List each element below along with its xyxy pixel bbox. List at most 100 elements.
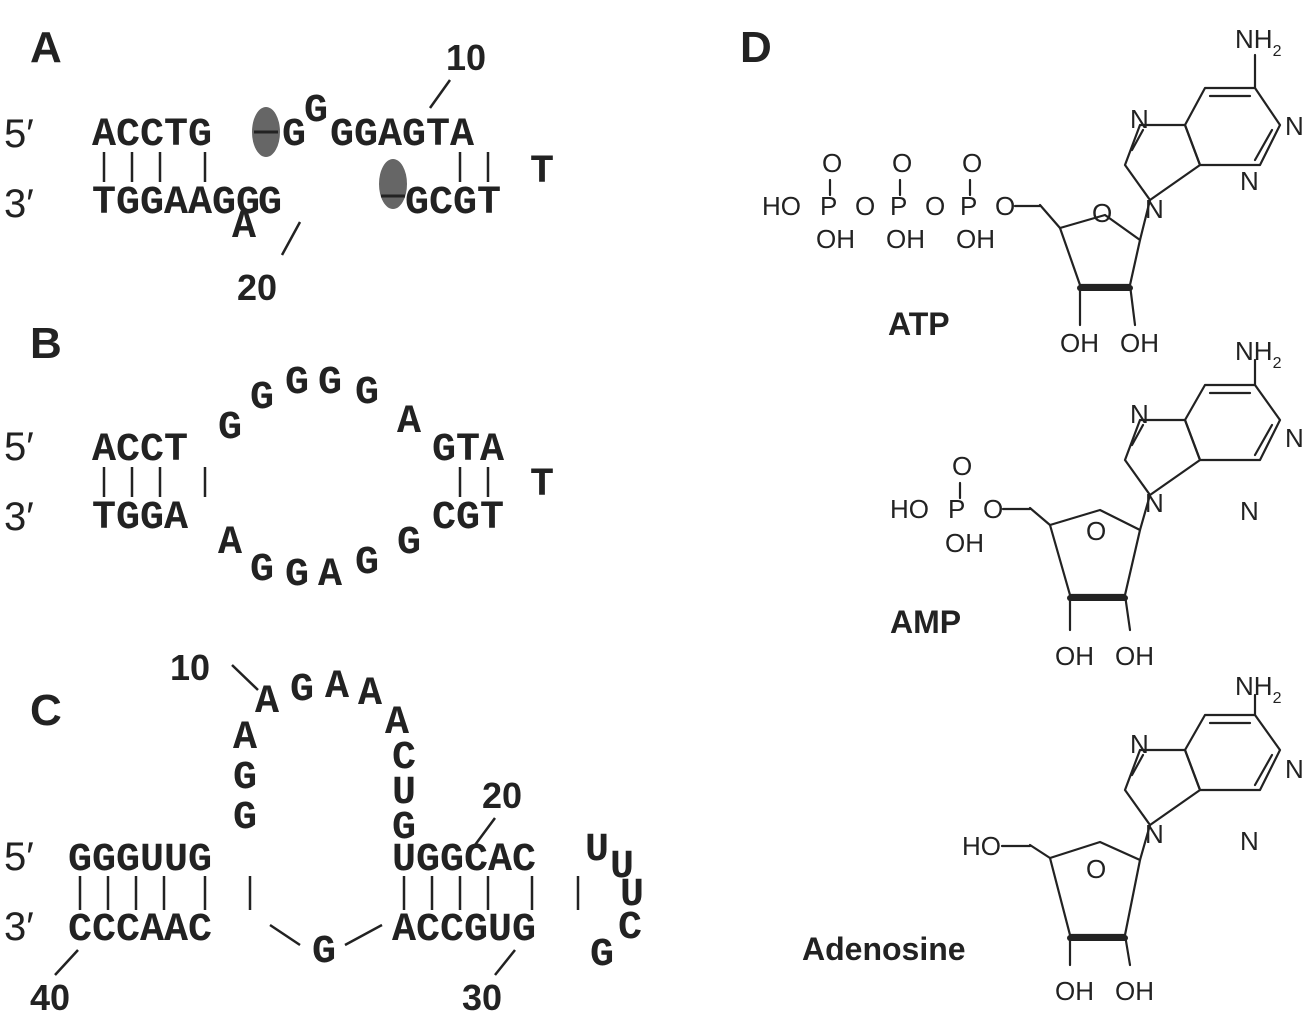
panel-b-top-loop-3: G xyxy=(285,361,309,406)
amp-oxo: O xyxy=(952,451,972,481)
panel-c-label: C xyxy=(30,686,62,735)
panel-a-number-10: 10 xyxy=(446,37,486,78)
adenosine-name: Adenosine xyxy=(802,931,966,967)
panel-c-tick-10 xyxy=(231,664,259,691)
panel-b-top-loop-6: A xyxy=(397,400,421,445)
panel-c-stem1-top: GGGUUG xyxy=(68,838,212,883)
panel-b-top-stem: ACCT xyxy=(92,428,188,473)
panel-c-linker-right xyxy=(344,923,383,947)
amp-chain-ho: HO xyxy=(890,494,929,524)
panel-c-loop-4: A xyxy=(358,672,382,717)
panel-b: B 5′ 3′ ACCT G G G G G A GTA T TGGA A G … xyxy=(4,319,554,598)
atp-hydroxyl-1: OH xyxy=(816,224,855,254)
panel-b-label: B xyxy=(30,319,62,368)
atp-ribose-oxygen: O xyxy=(1092,198,1112,228)
amp-ribose-oxygen: O xyxy=(1086,516,1106,546)
panel-c-5prime: 5′ xyxy=(4,835,34,879)
adenosine-ribose: O OH OH xyxy=(1028,840,1154,1006)
atp-chain-p3: P xyxy=(960,191,977,221)
panel-b-bottom-loop-5: G xyxy=(355,541,379,586)
amp-hydroxyl: OH xyxy=(945,528,984,558)
adenosine-n1: N xyxy=(1285,754,1304,784)
amp-chain-o: O xyxy=(983,494,1003,524)
panel-d-label: D xyxy=(740,23,772,72)
panel-c-3prime: 3′ xyxy=(4,905,34,949)
atp-chain-o2: O xyxy=(925,191,945,221)
atp-chain-o1: O xyxy=(855,191,875,221)
atp-adenine-ring: NH2 N N N N xyxy=(1123,24,1304,242)
panel-c-left-arm-1: A xyxy=(233,716,257,761)
amp-ribose: O OH OH xyxy=(1028,506,1154,671)
panel-c-loop-1: A xyxy=(255,680,279,725)
atp-n7: N xyxy=(1130,104,1149,134)
atp-oxo-1: O xyxy=(822,148,842,178)
panel-c-loop-2: G xyxy=(290,668,314,713)
panel-a-top-seq-2: GGAGTA xyxy=(330,113,474,158)
panel-c-number-10: 10 xyxy=(170,647,210,688)
panel-a-3prime: 3′ xyxy=(4,182,34,226)
panel-a-top-g-bridge: G xyxy=(304,89,328,134)
panel-c-tick-20 xyxy=(473,817,497,846)
panel-b-top-loop-4: G xyxy=(318,361,342,406)
atp-chain-ho: HO xyxy=(762,191,801,221)
atp-chain-o3: O xyxy=(995,191,1015,221)
amp-oh-3: OH xyxy=(1115,641,1154,671)
atp-n1: N xyxy=(1285,111,1304,141)
panel-a-top-seq-1: ACCTG xyxy=(92,113,212,158)
panel-b-top-loop-2: G xyxy=(250,376,274,421)
panel-a-bottom-seq-2: GCGT xyxy=(405,181,501,226)
panel-a: A 10 5′ 3′ ACCTG G G GGAGTA T TGGAAGG A … xyxy=(4,23,554,308)
panel-a-loop-t: T xyxy=(530,150,554,195)
atp-hydroxyl-3: OH xyxy=(956,224,995,254)
panel-c-loop-3: A xyxy=(325,665,349,710)
panel-b-bottom-right: CGT xyxy=(432,496,504,541)
panel-c-hairpin-1: U xyxy=(585,828,609,873)
panel-c-tick-30 xyxy=(494,949,516,976)
adenosine-oh-3: OH xyxy=(1115,976,1154,1006)
panel-a-tick-20 xyxy=(280,221,302,256)
adenosine-adenine-ring: NH2 N N N N xyxy=(1123,671,1304,862)
panel-c-number-40: 40 xyxy=(30,977,70,1017)
panel-b-top-loop-5: G xyxy=(355,371,379,416)
panel-b-3prime: 3′ xyxy=(4,495,34,539)
panel-c-number-20: 20 xyxy=(482,775,522,816)
panel-c-hairpin-2: U xyxy=(610,845,634,890)
panel-a-base-pairs xyxy=(102,152,490,182)
atp-amine: NH2 xyxy=(1235,24,1282,60)
adenosine-n3: N xyxy=(1240,826,1259,856)
panel-a-bottom-bulge: A xyxy=(232,205,256,250)
panel-a-bottom-g: G xyxy=(258,181,282,226)
panel-b-loop-t: T xyxy=(530,463,554,508)
adenosine-hydroxyl: HO xyxy=(962,831,1001,861)
atp-name: ATP xyxy=(888,306,950,342)
panel-c-right-arm-3: U xyxy=(392,771,416,816)
atp-n9: N xyxy=(1145,194,1164,224)
atp-ribose: O OH OH xyxy=(1038,198,1159,358)
atp-oxo-2: O xyxy=(892,148,912,178)
panel-a-top-bulge: G xyxy=(282,113,306,158)
panel-b-bottom-loop-1: A xyxy=(218,521,242,566)
atp-oh-3: OH xyxy=(1120,328,1159,358)
amp-structure: NH2 N N N N O OH OH O HO P O xyxy=(890,336,1304,671)
adenosine-structure: NH2 N N N N O OH OH HO Adenosine xyxy=(802,671,1304,1006)
amp-n7: N xyxy=(1130,399,1149,429)
amp-chain-p: P xyxy=(948,494,965,524)
panel-c-stem1-bottom: CCCAAC xyxy=(68,908,212,953)
panel-d: D NH2 N N N N xyxy=(740,23,1304,1006)
panel-c-stem2-bottom: ACCGUG xyxy=(392,908,536,953)
adenosine-oh-2: OH xyxy=(1055,976,1094,1006)
panel-c-hairpin-3: U xyxy=(620,873,644,918)
adenosine-ribose-oxygen: O xyxy=(1086,854,1106,884)
panel-c-stem2-top: UGGCAC xyxy=(392,838,536,883)
panel-b-top-right: GTA xyxy=(432,428,504,473)
panel-b-bottom-loop-4: A xyxy=(318,553,342,598)
panel-c-hairpin-5: G xyxy=(590,933,614,978)
atp-chain-p2: P xyxy=(890,191,907,221)
panel-c-left-arm-3: G xyxy=(233,796,257,841)
panel-b-bottom-loop-3: G xyxy=(285,553,309,598)
amp-n9: N xyxy=(1145,488,1164,518)
panel-b-top-loop-1: G xyxy=(218,406,242,451)
panel-b-5prime: 5′ xyxy=(4,425,34,469)
atp-triphosphate: O O O HO P O P O P O OH OH OH xyxy=(762,148,1042,254)
